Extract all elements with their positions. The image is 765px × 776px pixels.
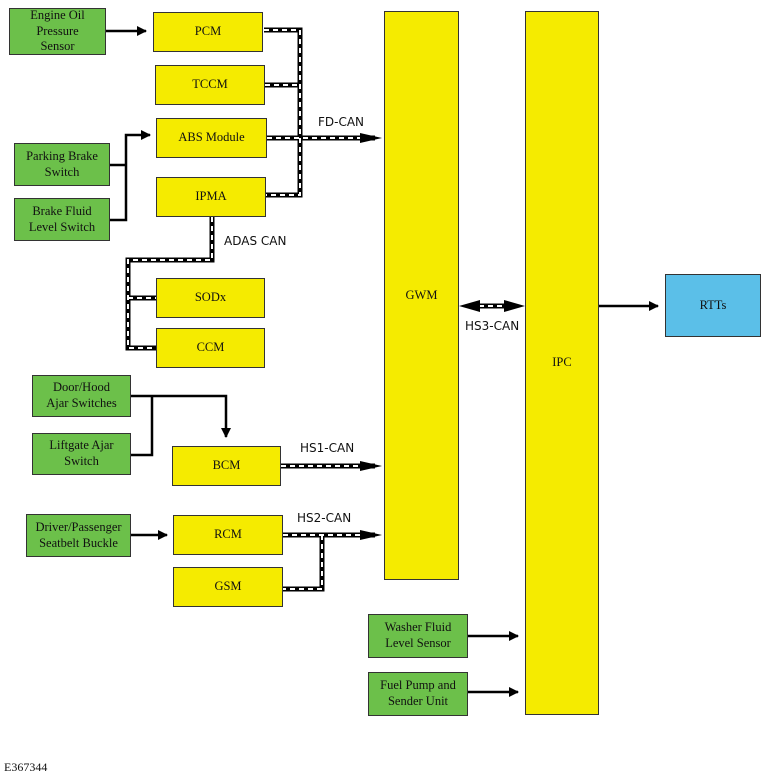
- fuel-pump-sender-unit: Fuel Pump and Sender Unit: [368, 672, 468, 716]
- hardwired-connections: [106, 26, 659, 697]
- washer-fluid-level-sensor: Washer Fluid Level Sensor: [368, 614, 468, 658]
- liftgate-ajar-switch: Liftgate Ajar Switch: [32, 433, 131, 475]
- ipc-module: IPC: [525, 11, 599, 715]
- pcm-module: PCM: [153, 12, 263, 52]
- ipma-module: IPMA: [156, 177, 266, 217]
- engine-oil-pressure-sensor: Engine Oil Pressure Sensor: [9, 8, 106, 55]
- rcm-module: RCM: [173, 515, 283, 555]
- bcm-module: BCM: [172, 446, 281, 486]
- door-hood-ajar-switches: Door/Hood Ajar Switches: [32, 375, 131, 417]
- abs-module: ABS Module: [156, 118, 267, 158]
- hs1-can-bus: [281, 461, 382, 471]
- hs3-can-bus: [459, 300, 525, 312]
- rtts-indicators: RTTs: [665, 274, 761, 337]
- adas-can-bus: [125, 217, 215, 351]
- seatbelt-buckle: Driver/Passenger Seatbelt Buckle: [26, 514, 131, 557]
- hs2-can-bus: [283, 530, 382, 592]
- hs2-can-label: HS2-CAN: [297, 511, 352, 525]
- fd-can-label: FD-CAN: [318, 115, 365, 129]
- gsm-module: GSM: [173, 567, 283, 607]
- adas-can-label: ADAS CAN: [224, 234, 287, 248]
- ccm-module: CCM: [156, 328, 265, 368]
- figure-id: E367344: [4, 760, 48, 774]
- tccm-module: TCCM: [155, 65, 265, 105]
- parking-brake-switch: Parking Brake Switch: [14, 143, 110, 186]
- sodx-module: SODx: [156, 278, 265, 318]
- fd-can-bus: [264, 27, 382, 198]
- hs3-can-label: HS3-CAN: [465, 319, 520, 333]
- hs1-can-label: HS1-CAN: [300, 441, 355, 455]
- brake-fluid-level-switch: Brake Fluid Level Switch: [14, 198, 110, 241]
- gwm-module: GWM: [384, 11, 459, 580]
